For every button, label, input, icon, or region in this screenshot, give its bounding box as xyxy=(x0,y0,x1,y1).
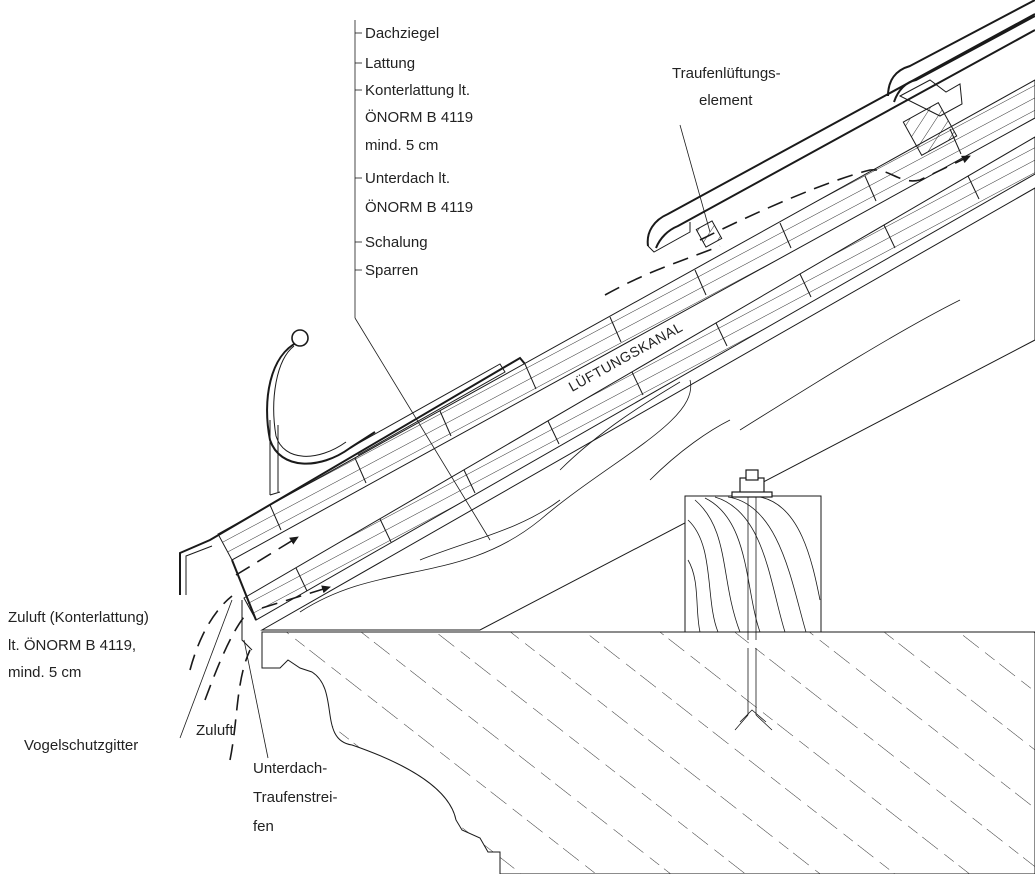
label-konterlattung-min: mind. 5 cm xyxy=(365,137,438,154)
label-konterlattung-norm: ÖNORM B 4119 xyxy=(365,108,473,126)
label-zuluft: Zuluft xyxy=(196,722,234,739)
label-schalung: Schalung xyxy=(365,234,428,251)
layer-labels: Dachziegel Lattung Konterlattung lt. ÖNO… xyxy=(365,25,473,279)
airflow-lines xyxy=(189,155,971,761)
label-vogelschutzgitter: Vogelschutzgitter xyxy=(24,737,138,754)
label-unterdach-traufenstreifen-3: fen xyxy=(253,818,274,835)
label-unterdach: Unterdach lt. xyxy=(365,170,450,187)
label-sparren: Sparren xyxy=(365,262,418,279)
label-lattung: Lattung xyxy=(365,55,415,72)
leader-lines xyxy=(179,20,711,759)
label-unterdach-norm: ÖNORM B 4119 xyxy=(365,198,473,216)
eaves-flashing xyxy=(179,356,526,651)
gutter xyxy=(266,329,506,496)
masonry-wall xyxy=(261,631,1035,874)
boarding-joints xyxy=(295,175,980,592)
counter-batten-layer xyxy=(217,79,1035,561)
label-dachziegel: Dachziegel xyxy=(365,25,439,42)
label-zuluft-konterlattung-1: Zuluft (Konterlattung) xyxy=(8,609,149,626)
label-traufenlueftung-2: element xyxy=(699,92,753,109)
wall-plate xyxy=(684,469,822,731)
roof-tiles xyxy=(646,0,1035,253)
label-unterdach-traufenstreifen-1: Unterdach- xyxy=(253,760,327,777)
label-zuluft-konterlattung-2: lt. ÖNORM B 4119, xyxy=(8,636,136,654)
label-konterlattung: Konterlattung lt. xyxy=(365,82,470,99)
label-zuluft-konterlattung-3: mind. 5 cm xyxy=(8,664,81,681)
label-traufenlueftung-1: Traufenlüftungs- xyxy=(672,65,781,82)
label-unterdach-traufenstreifen-2: Traufenstrei- xyxy=(253,789,337,806)
rafter xyxy=(260,187,1035,631)
